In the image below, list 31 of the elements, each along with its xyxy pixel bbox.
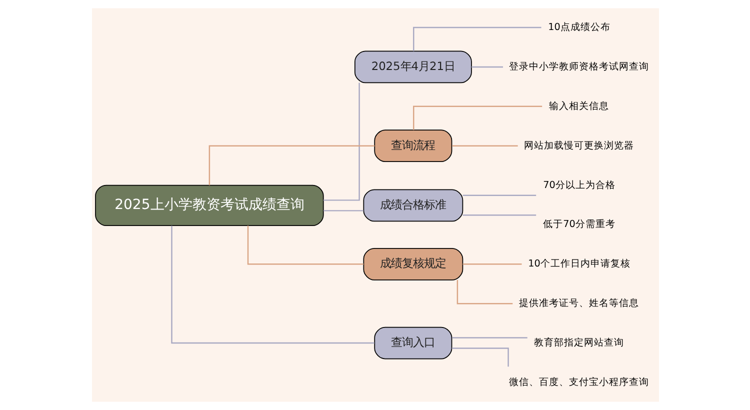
- node-box: 成绩复核规定: [362, 248, 463, 280]
- node-box: 2025上小学教资考试成绩查询: [94, 184, 324, 226]
- connector: [451, 348, 508, 367]
- connector: [170, 226, 374, 344]
- connector: [456, 280, 512, 304]
- connector: [412, 26, 541, 52]
- connector: [462, 264, 522, 265]
- connector: [462, 214, 536, 216]
- node-text: 70分以上为合格: [542, 180, 615, 191]
- connector: [462, 194, 536, 196]
- node-text: 低于70分需重考: [542, 219, 615, 230]
- connector: [322, 82, 360, 201]
- node-text: 网站加载慢可更换浏览器: [524, 140, 634, 152]
- node-text: 提供准考证号、姓名等信息: [518, 298, 639, 310]
- connector: [471, 66, 502, 68]
- node-text: 教育部指定网站查询: [534, 337, 624, 348]
- connector: [452, 337, 527, 338]
- connector: [412, 106, 542, 130]
- node-text: 微信、百度、支付宝小程序查询: [508, 376, 649, 388]
- node-box: 成绩合格标准: [362, 189, 463, 222]
- connector: [246, 226, 364, 265]
- node-text: 输入相关信息: [548, 100, 609, 112]
- node-box: 查询流程: [374, 130, 452, 162]
- node-box: 2025年4月21日: [354, 50, 472, 84]
- connector: [323, 210, 363, 212]
- connector: [452, 145, 518, 146]
- node-text: 10个工作日内申请复核: [528, 258, 630, 270]
- node-box: 查询入口: [374, 326, 452, 360]
- connector: [208, 145, 374, 186]
- node-text: 10点成绩公布: [548, 22, 610, 33]
- node-text: 登录中小学教师资格考试网查询: [508, 61, 649, 72]
